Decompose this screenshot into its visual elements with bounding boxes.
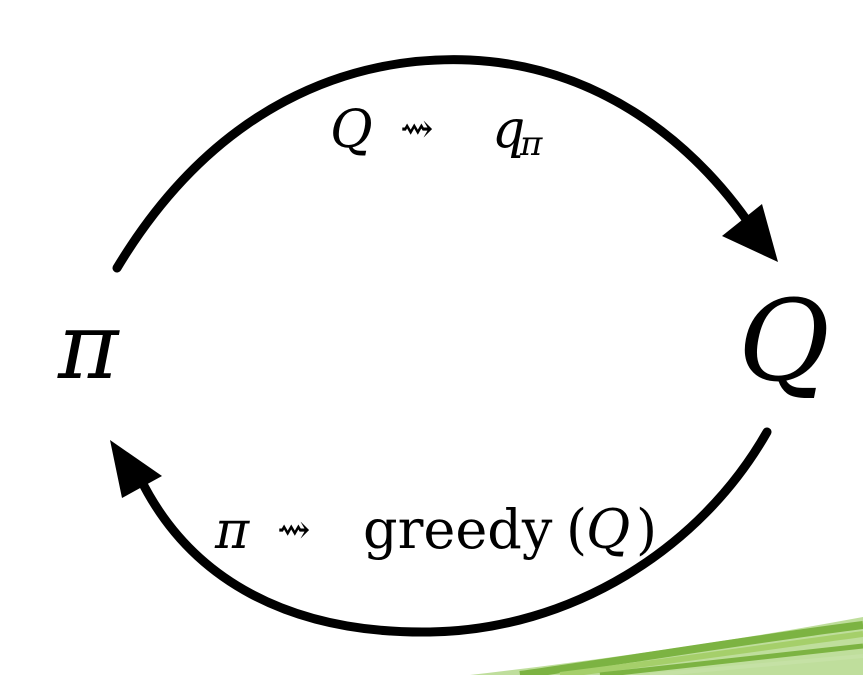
policy-node-label: π: [57, 293, 120, 400]
bottom-label-pi: π: [214, 501, 250, 561]
top-arc: [112, 55, 765, 273]
bottom-label-func: greedy: [363, 498, 553, 561]
q-node-label: Q: [738, 277, 830, 407]
bottom-arrow: [110, 427, 772, 637]
bottom-label-close-paren: ): [636, 498, 657, 561]
decorative-swoosh: [470, 617, 863, 675]
top-arrowhead: [722, 204, 778, 262]
top-label-q-main: q: [492, 100, 525, 160]
top-label-q: Q: [330, 100, 373, 160]
bottom-label-open-paren: (: [566, 498, 587, 561]
top-arrow: [112, 55, 778, 273]
bottom-label-arg: Q: [586, 498, 630, 561]
top-label-arrow: ⇝: [400, 106, 434, 152]
bottom-label-arrow: ⇝: [277, 507, 311, 553]
bottom-arrowhead: [110, 440, 162, 498]
bottom-arc: [135, 427, 772, 637]
bottom-edge-label: π ⇝ greedy ( Q ): [214, 498, 657, 561]
top-edge-label: Q ⇝ q π: [330, 100, 543, 164]
top-label-q-subscript: π: [519, 124, 543, 164]
